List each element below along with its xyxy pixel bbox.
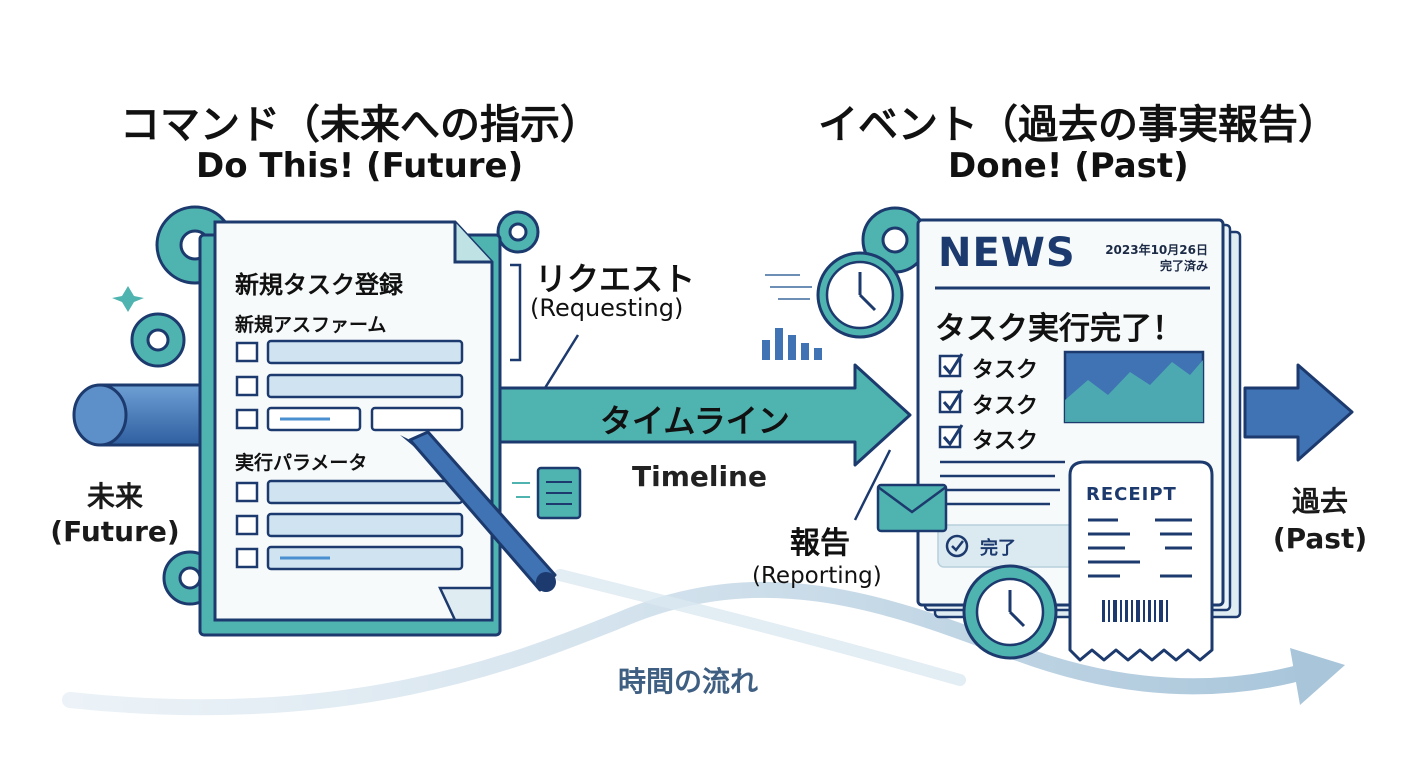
future-tube — [72, 383, 210, 447]
barcode — [1102, 600, 1168, 622]
report-connector — [853, 449, 892, 521]
request-sublabel: (Requesting) — [530, 294, 684, 322]
doc-section-1: 新規アスファーム — [235, 314, 387, 336]
command-document — [198, 220, 502, 637]
timeline-sublabel: Timeline — [632, 460, 767, 493]
command-title: コマンド（未来への指示） — [120, 102, 600, 148]
news-status: 完了 — [980, 538, 1016, 559]
newspaper — [916, 218, 1242, 619]
command-subtitle: Do This! (Future) — [196, 146, 524, 186]
news-headline: タスク実行完了！ — [935, 311, 1183, 347]
past-sublabel: (Past) — [1272, 522, 1368, 555]
envelope-icon — [876, 483, 948, 533]
news-date-status: 完了済み — [1159, 259, 1208, 273]
past-arrow — [1243, 363, 1354, 462]
news-date-box: 2023年10月26日 完了済み — [1098, 242, 1208, 274]
bar-chart-icon — [762, 328, 822, 360]
sparkle-icon — [112, 286, 144, 312]
report-label: 報告 — [790, 526, 850, 561]
pen-icon — [400, 430, 557, 592]
news-task-3: タスク — [972, 429, 1039, 454]
timeline-label: タイムライン — [600, 402, 790, 440]
receipt-title: RECEIPT — [1086, 484, 1177, 505]
news-date: 2023年10月26日 — [1105, 243, 1208, 257]
clock-icon — [962, 564, 1058, 660]
news-masthead: NEWS — [938, 230, 1076, 276]
news-task-2: タスク — [972, 394, 1039, 419]
doc-heading: 新規タスク登録 — [235, 271, 403, 299]
clock-icon — [816, 251, 904, 339]
timeline-arrow — [488, 363, 912, 467]
report-sublabel: (Reporting) — [752, 563, 882, 589]
event-subtitle: Done! (Past) — [948, 146, 1189, 186]
future-sublabel: (Future) — [50, 515, 180, 548]
request-connector — [510, 263, 580, 389]
speed-lines — [765, 274, 812, 300]
flow-of-time-label: 時間の流れ — [618, 665, 759, 698]
past-label: 過去 — [1291, 485, 1348, 518]
request-label: リクエスト — [535, 260, 696, 298]
news-task-1: タスク — [972, 358, 1039, 383]
doc-section-2: 実行パラメータ — [235, 452, 368, 474]
receipt — [1068, 460, 1214, 662]
gear-icon — [130, 205, 540, 606]
future-label: 未来 — [86, 480, 143, 513]
time-flow-arrow — [62, 569, 1345, 716]
document-icon — [512, 466, 582, 520]
event-title: イベント（過去の事実報告） — [818, 102, 1338, 148]
